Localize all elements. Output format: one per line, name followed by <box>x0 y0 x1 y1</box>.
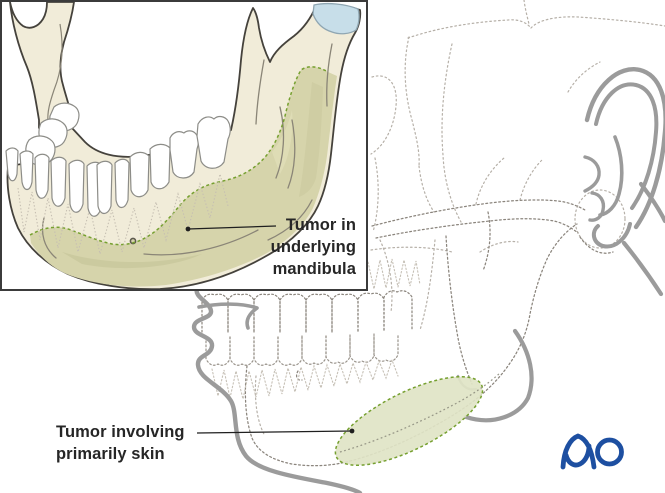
bone-tumor-fill <box>30 66 337 287</box>
skin-tumor-label-line: primarily skin <box>56 445 165 463</box>
bone-tumor-label: Tumor in underlying mandibula <box>271 214 356 280</box>
leader-dot <box>185 226 191 232</box>
tooth-roots-dotted <box>17 173 229 255</box>
skin-tumor-label: Tumor involving primarily skin <box>56 421 185 465</box>
tooth-roots-sketch <box>211 258 421 400</box>
ao-logo-letter-o <box>595 437 624 467</box>
ao-logo-letter-a-bowl <box>563 443 592 468</box>
leader-dot <box>349 428 355 434</box>
condyle-cartilage-cap <box>312 2 360 35</box>
bone-tumor-label-line: mandibula <box>272 260 356 278</box>
left-ramus-bone <box>9 2 75 129</box>
skin-tumor-leader-line <box>196 428 355 434</box>
lower-teeth-row <box>205 333 399 366</box>
bone-tumor-label-line: underlying <box>270 238 356 256</box>
skin-tumor-region <box>334 372 501 466</box>
teeth <box>5 102 231 217</box>
mandible-outline-sketch <box>244 199 614 467</box>
bone-tumor-leader-line <box>185 225 277 232</box>
skin-tumor-label-line: Tumor involving <box>56 423 185 441</box>
ear-sketch <box>583 67 665 297</box>
bone-tumor-dashed-boundary <box>29 66 329 246</box>
ao-logo: AO <box>560 433 624 470</box>
mandible-inset-panel: Tumor in underlying mandibula <box>0 0 368 291</box>
upper-teeth-row <box>201 290 413 333</box>
mandible-illustration <box>5 2 362 289</box>
bone-tumor-label-line: Tumor in <box>285 216 356 234</box>
teeth-sketch <box>201 258 421 400</box>
